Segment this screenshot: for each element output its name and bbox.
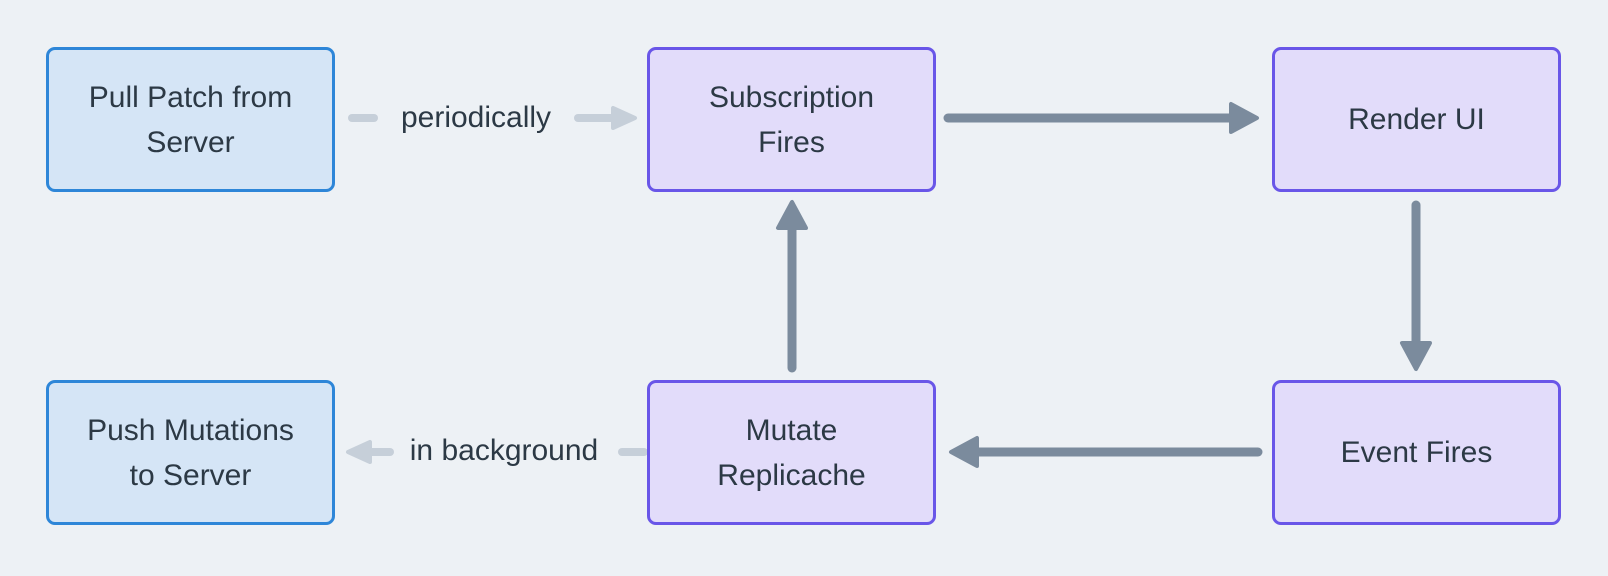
edge-subscription-to-render-arrow [943,102,1259,134]
node-subscription-fires: Subscription Fires [647,47,936,192]
edge-pull-patch-to-subscription-arrow [348,106,637,130]
edge-mutate-to-push-arrow [346,440,648,464]
node-event-fires: Event Fires [1272,380,1561,525]
edge-event-to-mutate-arrow [949,436,1263,468]
edge-mutate-to-subscription-arrow [776,200,808,373]
node-mutate-replicache: Mutate Replicache [647,380,936,525]
node-pull-patch-from-server: Pull Patch from Server [46,47,335,192]
edge-label-periodically: periodically [400,101,552,134]
node-push-mutations-to-server: Push Mutations to Server [46,380,335,525]
edge-render-to-event-arrow [1400,200,1432,371]
edge-label-in-background: in background [409,434,599,467]
node-render-ui: Render UI [1272,47,1561,192]
